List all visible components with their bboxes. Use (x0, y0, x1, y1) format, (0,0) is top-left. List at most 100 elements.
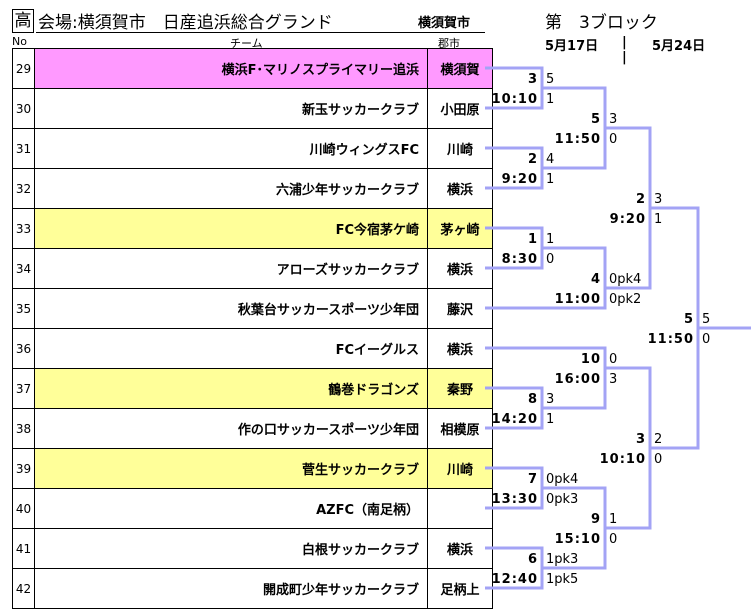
match-number: 9 (590, 512, 601, 527)
score-top: 1 (546, 232, 555, 247)
team-number: 42 (12, 568, 35, 609)
score-bottom: 0pk2 (609, 292, 642, 307)
bracket-line-m6 (485, 546, 544, 590)
team-city: 横浜 (427, 328, 493, 369)
team-number: 37 (12, 368, 35, 409)
score-top: 2 (654, 432, 663, 447)
score-top: 3 (654, 192, 663, 207)
team-name: 開成町少年サッカークラブ (34, 568, 428, 609)
score-bottom: 1 (546, 92, 555, 107)
match-time: 12:40 (491, 572, 538, 587)
team-name: 菅生サッカークラブ (34, 448, 428, 489)
match-number: 8 (527, 392, 538, 407)
bracket-line-sf2 (605, 126, 652, 290)
bracket-line-m10 (485, 346, 607, 410)
score-bottom: 0 (609, 132, 618, 147)
team-city: 相模原 (427, 408, 493, 449)
match-time: 11:00 (554, 292, 601, 307)
score-top: 1pk3 (546, 552, 579, 567)
team-number: 35 (12, 288, 35, 329)
match-time: 11:50 (554, 132, 601, 147)
match-number: 5 (683, 312, 694, 327)
score-bottom: 1 (546, 412, 555, 427)
team-name: アローズサッカークラブ (34, 248, 428, 289)
team-name: 新玉サッカークラブ (34, 88, 428, 129)
score-bottom: 0 (609, 532, 618, 547)
match-time: 14:20 (491, 412, 538, 427)
team-city (427, 488, 493, 529)
match-number: 2 (527, 152, 538, 167)
match-number: 3 (527, 72, 538, 87)
score-bottom: 0pk3 (546, 492, 579, 507)
score-bottom: 0 (546, 252, 555, 267)
team-city: 小田原 (427, 88, 493, 129)
score-top: 4 (546, 152, 555, 167)
date-separator: | (622, 35, 627, 50)
team-name: 秋葉台サッカースポーツ少年団 (34, 288, 428, 329)
score-bottom: 1pk5 (546, 572, 579, 587)
category-badge: 高 (12, 9, 34, 33)
team-city: 秦野 (427, 368, 493, 409)
team-name: AZFC（南足柄） (34, 488, 428, 529)
score-bottom: 1 (546, 172, 555, 187)
team-city: 横浜 (427, 248, 493, 289)
score-top: 0 (609, 352, 618, 367)
team-name: 横浜F･マリノスプライマリー追浜 (34, 48, 428, 89)
score-top: 5 (702, 312, 711, 327)
col-no-header: No (12, 35, 27, 48)
match-time: 8:30 (501, 252, 538, 267)
host-city: 横須賀市 (418, 16, 471, 31)
team-city: 川崎 (427, 128, 493, 169)
match-number: 4 (590, 272, 601, 287)
team-number: 39 (12, 448, 35, 489)
bracket-line-m4 (485, 246, 607, 310)
score-bottom: 1 (654, 212, 663, 227)
match-time: 13:30 (491, 492, 538, 507)
team-name: 六浦少年サッカークラブ (34, 168, 428, 209)
team-name: 白根サッカークラブ (34, 528, 428, 569)
bracket-line-sf3 (605, 366, 652, 530)
title-underline (36, 32, 485, 33)
bracket-line-m9 (542, 486, 607, 570)
team-name: FC今宿茅ケ崎 (34, 208, 428, 249)
match-number: 5 (590, 112, 601, 127)
team-number: 33 (12, 208, 35, 249)
venue-title: 会場:横須賀市 日産追浜総合グランド (38, 13, 333, 33)
score-top: 3 (609, 112, 618, 127)
team-city: 藤沢 (427, 288, 493, 329)
team-name: 川崎ウィングスFC (34, 128, 428, 169)
match-time: 16:00 (554, 372, 601, 387)
score-bottom: 0 (702, 332, 711, 347)
team-name: 作の口サッカースポーツ少年団 (34, 408, 428, 449)
match-time: 15:10 (554, 532, 601, 547)
team-number: 32 (12, 168, 35, 209)
match-number: 6 (527, 552, 538, 567)
col-team-header: チーム (230, 37, 263, 50)
score-top: 5 (546, 72, 555, 87)
match-number: 2 (635, 192, 646, 207)
team-number: 34 (12, 248, 35, 289)
match-number: 1 (527, 232, 538, 247)
round1-date: 5月17日 (545, 39, 599, 54)
score-top: 0pk4 (546, 472, 579, 487)
team-city: 横須賀 (427, 48, 493, 89)
match-number: 10 (580, 352, 601, 367)
round2-date: 5月24日 (652, 39, 706, 54)
match-time: 10:10 (491, 92, 538, 107)
match-time: 11:50 (647, 332, 694, 347)
